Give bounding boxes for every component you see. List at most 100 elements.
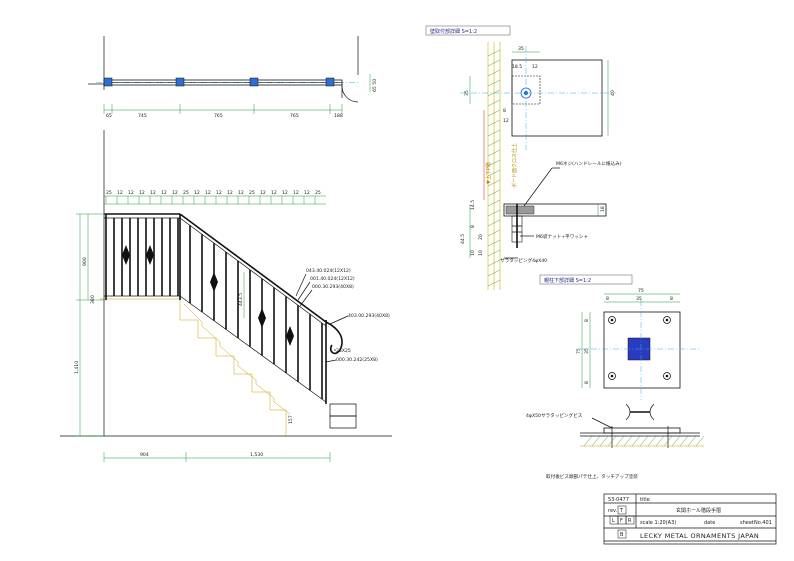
- title-key: title: [640, 497, 650, 503]
- post-dim-top-2: 8: [606, 296, 609, 302]
- elev-top-dim-19: 12: [304, 190, 310, 196]
- wall-lower-right: 18: [600, 206, 606, 212]
- hatch-line: [607, 435, 617, 447]
- letter-r: R: [628, 518, 632, 524]
- hatch-line: [583, 435, 593, 447]
- elev-top-dim-11: 12: [216, 190, 222, 196]
- hatch-line: [487, 49, 501, 57]
- elev-height-dim: 1,410: [74, 361, 80, 374]
- wall-dim-left-3: 12: [503, 118, 509, 124]
- hatch-line: [647, 435, 657, 447]
- letter-l: L: [612, 518, 615, 524]
- hatch-line: [487, 119, 501, 127]
- elev-top-dim-5: 12: [150, 190, 156, 196]
- hatch-line: [487, 229, 501, 237]
- post-note-1: 4φX50サラタッピングビス: [526, 412, 583, 419]
- hatch-line: [599, 435, 609, 447]
- company-name: LECKY METAL ORNAMENTS JAPAN: [640, 532, 759, 540]
- post-dim-left-3: 35: [584, 348, 590, 354]
- hatch-line: [687, 435, 697, 447]
- hatch-line: [591, 435, 601, 447]
- wall-lower-mid-1: 20: [478, 234, 484, 240]
- sheet-number: No.401: [754, 520, 772, 526]
- elev-top-dim-12: 12: [227, 190, 233, 196]
- callout-4: 403.00.293(40X8): [348, 313, 390, 319]
- hatch-line: [487, 79, 501, 87]
- callout-6: 000.30.242(25X8): [336, 357, 378, 363]
- wall-dim-right: 40: [610, 90, 616, 96]
- hatch-line: [487, 109, 501, 117]
- baluster-ornament: [210, 272, 218, 292]
- letter-f: F: [620, 518, 623, 524]
- wall-note-1: M6ネジ(ハンドレールに植込み): [556, 160, 622, 167]
- elev-top-dim-20: 25: [315, 190, 321, 196]
- elev-top-dim-10: 12: [205, 190, 211, 196]
- wall-dim-left-1: 35: [464, 90, 470, 96]
- baluster-group: [113, 218, 323, 400]
- callout-5: 25X25: [336, 348, 351, 354]
- rev-label: rev.: [608, 508, 618, 514]
- elev-left-dim-1: 900: [82, 257, 88, 266]
- elev-top-dim-16: 12: [271, 190, 277, 196]
- plan-dim-4: 765: [290, 113, 299, 119]
- hatch-line: [631, 435, 641, 447]
- wall-vert-label-1: ▼上下P階: [485, 162, 492, 184]
- plan-dim-3: 765: [214, 113, 223, 119]
- wall-note-2: M6袋ナット+平ワッシャ: [536, 233, 588, 240]
- elev-slope-dim: 443.5: [238, 293, 244, 306]
- scale-text: scale 1:20(A3): [640, 520, 676, 526]
- post-detail-title: 親柱下部詳細 S=1:2: [544, 277, 591, 284]
- hatch-line: [679, 435, 689, 447]
- date-key: date: [704, 520, 715, 526]
- hatch-line: [615, 435, 625, 447]
- hatch-line: [671, 435, 681, 447]
- hatch-line: [655, 435, 665, 447]
- elev-step-dim: 157: [288, 415, 294, 424]
- drawing-title: 玄関ホール階段手摺: [676, 507, 721, 514]
- elev-left-dim-2: 380: [90, 295, 96, 304]
- hatch-line: [487, 149, 501, 157]
- hatch-line: [487, 139, 501, 147]
- wall-dim-left-2: 8: [503, 108, 506, 114]
- floor-hatch: [580, 435, 705, 447]
- hatch-line: [639, 435, 649, 447]
- elev-bottom-dim-1: 904: [140, 452, 149, 458]
- letter-top: T: [619, 508, 624, 514]
- elev-top-dim-9: 12: [194, 190, 200, 196]
- plan-dim-labels: 65 745 765 765 188: [106, 113, 343, 119]
- hatch-line: [487, 199, 501, 207]
- baluster-ornament: [258, 308, 266, 328]
- elev-top-dim-4: 12: [139, 190, 145, 196]
- baluster-ornament: [122, 245, 130, 265]
- hatch-line: [487, 249, 501, 257]
- elev-top-dim-13: 12: [238, 190, 244, 196]
- post-note-2: 取付後ビス頭部パテ仕上、タッチアップ塗装: [546, 473, 638, 480]
- callout-1: 043.40.024(12X12): [306, 268, 351, 274]
- hatch-line: [487, 129, 501, 137]
- post-dim-top-3: 35: [636, 296, 642, 302]
- elev-top-dim-17: 12: [282, 190, 288, 196]
- plan-dim-2: 745: [138, 113, 147, 119]
- sheet-key: sheet: [740, 520, 754, 526]
- hatch-line: [487, 159, 501, 167]
- elev-bottom-dim-2: 1,530: [250, 452, 263, 458]
- wall-hatch: [487, 49, 501, 287]
- wall-dim-top-1: 35: [518, 46, 524, 52]
- elev-top-dim-18: 12: [293, 190, 299, 196]
- wall-detail-title: 壁取付部詳細 S=1:2: [430, 28, 477, 35]
- wall-detail: 壁取付部詳細 S=1:2 35 18.5 12 40 35 8 12 ▼上下P階…: [425, 25, 622, 290]
- post-detail: 親柱下部詳細 S=1:2 75 8 35 8 75 8 35 8 4φX50: [526, 274, 705, 480]
- wall-lower-dim-1: 14.5: [470, 200, 476, 210]
- plan-dim-5: 188: [334, 113, 343, 119]
- hatch-line: [487, 239, 501, 247]
- hatch-line: [487, 169, 501, 177]
- hatch-line: [487, 99, 501, 107]
- wall-vert-label-2: ポード面クロス仕上: [511, 143, 518, 188]
- plan-dim-1: 65: [106, 113, 112, 119]
- post-dim-left-2: 8: [584, 319, 590, 322]
- wall-dim-top-3: 12: [532, 64, 538, 70]
- hatch-line: [487, 59, 501, 67]
- hatch-line: [487, 189, 501, 197]
